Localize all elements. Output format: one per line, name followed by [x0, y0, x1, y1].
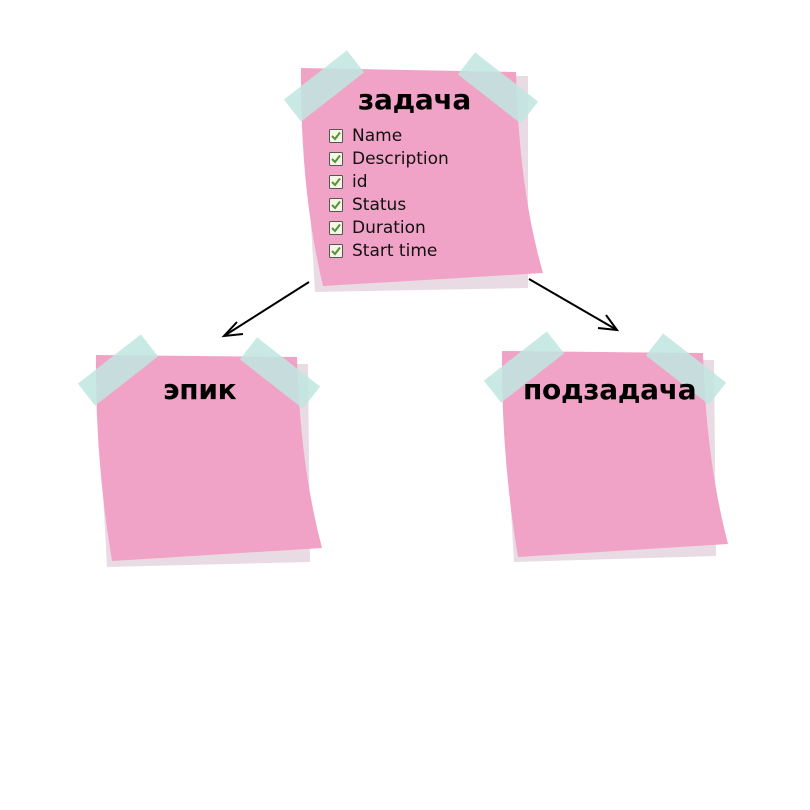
field-label: Name: [352, 125, 403, 146]
field-item: Start time: [329, 239, 449, 262]
checkbox-checked-icon: [329, 243, 343, 258]
task-field-list: Name Description id Status Duration Star…: [329, 124, 449, 262]
field-label: Duration: [352, 217, 426, 238]
checkbox-checked-icon: [329, 175, 343, 189]
checkbox-checked-icon: [329, 128, 343, 143]
field-label: Status: [352, 195, 407, 215]
field-item: Duration: [329, 216, 449, 239]
field-item: Description: [329, 147, 449, 170]
subtask-title: подзадача: [523, 373, 697, 406]
field-item: Name: [329, 124, 449, 147]
checkbox-checked-icon: [329, 198, 343, 212]
field-label: Description: [352, 148, 449, 169]
field-item: id: [329, 170, 449, 194]
field-item: Status: [329, 194, 449, 216]
checkbox-checked-icon: [329, 220, 343, 235]
field-label: id: [352, 172, 368, 192]
task-title: задача: [358, 83, 471, 116]
checkbox-checked-icon: [329, 151, 343, 166]
arrow-task-to-epic: [221, 281, 310, 338]
arrow-task-to-subtask: [528, 278, 620, 332]
field-label: Start time: [352, 240, 438, 261]
epic-title: эпик: [163, 373, 237, 406]
